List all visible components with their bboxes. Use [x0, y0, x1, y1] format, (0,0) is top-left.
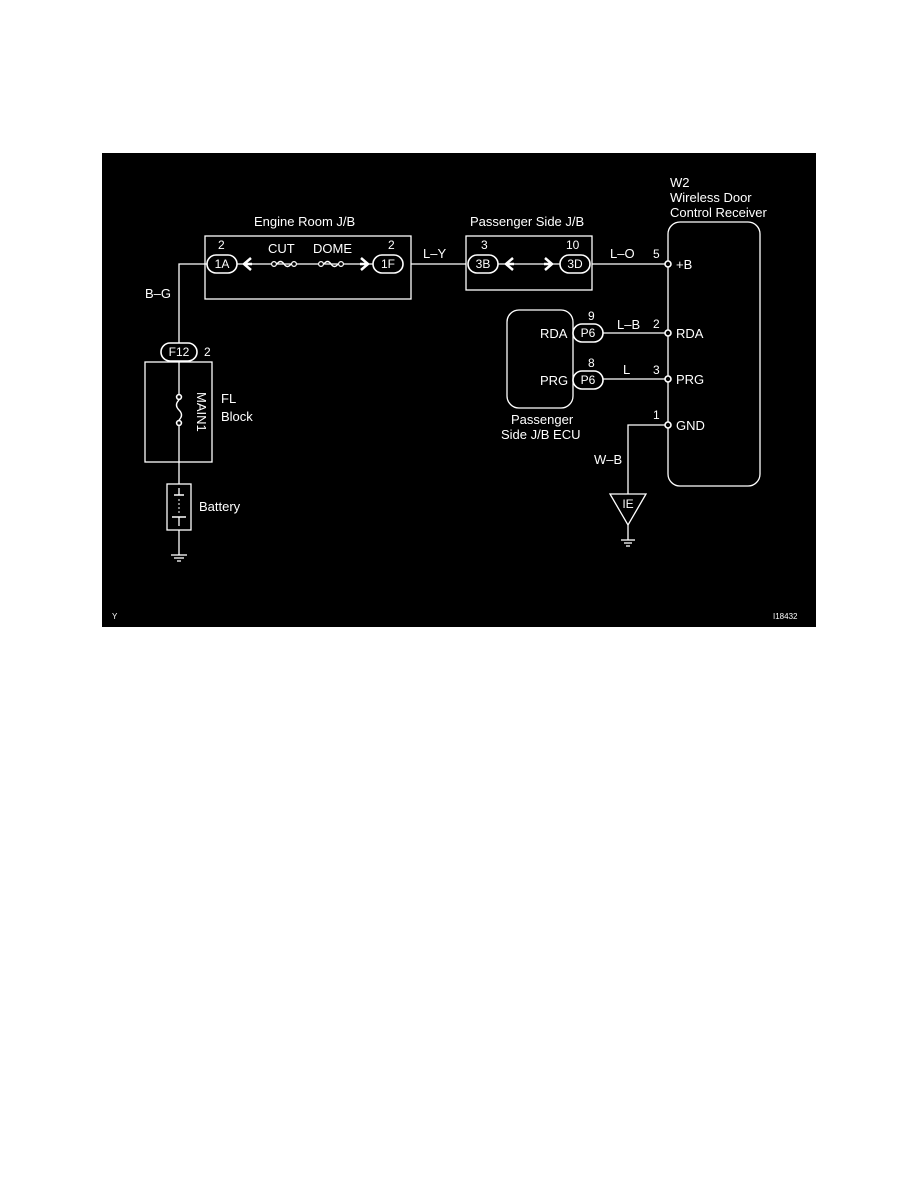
ground-ie-icon [621, 539, 635, 547]
ecu-box [506, 309, 574, 409]
ground-ie-triangle [608, 493, 648, 527]
receiver-box [667, 221, 761, 487]
ground-ie-label: IE [622, 497, 633, 511]
receiver-code: W2 [670, 175, 690, 190]
receiver-pin-rda: 2 [653, 317, 660, 331]
passenger-jb-box [465, 235, 593, 291]
connector-3b-label: 3B [476, 257, 491, 271]
connector-3d-label: 3D [567, 257, 583, 271]
wire-l-y-label: L–Y [423, 246, 446, 261]
corner-label-right: I18432 [773, 612, 798, 621]
passenger-jb-pin-left: 3 [481, 238, 488, 252]
receiver-pin-gnd: 1 [653, 408, 660, 422]
corner-label-left: Y [112, 612, 118, 621]
ecu-pin-prg: 8 [588, 356, 595, 370]
diagram-frame [102, 153, 816, 627]
connector-arrow-right [360, 257, 370, 271]
receiver-term-prg: PRG [676, 372, 704, 387]
fl-block-name-1: FL [221, 391, 236, 406]
receiver-pin-b: 5 [653, 247, 660, 261]
receiver-name-1: Wireless Door [670, 190, 752, 205]
connector-p6-prg [572, 370, 604, 390]
connector-p6-prg-label: P6 [581, 373, 596, 387]
engine-room-jb-box [204, 235, 412, 300]
connector-arrow-3d [544, 257, 554, 271]
ecu-name-1: Passenger [511, 412, 574, 427]
engine-room-jb-pin-left: 2 [218, 238, 225, 252]
receiver-term-gnd: GND [676, 418, 705, 433]
wire-w-b [627, 424, 665, 494]
battery-label: Battery [199, 499, 241, 514]
passenger-jb-pin-right: 10 [566, 238, 580, 252]
fuse-dome-label: DOME [313, 241, 352, 256]
connector-arrow-3b [504, 257, 514, 271]
fl-block-pin: 2 [204, 345, 211, 359]
fuse-main1-label: MAIN1 [194, 392, 209, 432]
wire-w-b-label: W–B [594, 452, 622, 467]
connector-arrow-left [242, 257, 252, 271]
connector-p6-rda-label: P6 [581, 326, 596, 340]
connector-f12-label: F12 [169, 345, 190, 359]
connector-1a-label: 1A [215, 257, 230, 271]
ecu-name-2: Side J/B ECU [501, 427, 580, 442]
receiver-term-b: +B [676, 257, 692, 272]
engine-room-jb-pin-right: 2 [388, 238, 395, 252]
connector-1f [372, 254, 404, 274]
receiver-name-2: Control Receiver [670, 205, 767, 220]
battery-ground-icon [171, 554, 187, 562]
passenger-jb-title: Passenger Side J/B [470, 214, 584, 229]
fuse-main1-symbol [175, 399, 183, 421]
wire-b-g [178, 263, 207, 343]
ecu-pin-rda: 9 [588, 309, 595, 323]
ecu-term-prg: PRG [540, 373, 568, 388]
ecu-term-rda: RDA [540, 326, 568, 341]
wire-l-b-label: L–B [617, 317, 640, 332]
wire-l-label: L [623, 362, 630, 377]
wire-l-o-label: L–O [610, 246, 635, 261]
fuse-cut-label: CUT [268, 241, 295, 256]
connector-3d [559, 254, 591, 274]
connector-3b [467, 254, 499, 274]
fl-block-name-2: Block [221, 409, 253, 424]
receiver-pin-prg: 3 [653, 363, 660, 377]
wire-b-g-label: B–G [145, 286, 171, 301]
engine-room-jb-title: Engine Room J/B [254, 214, 355, 229]
connector-1f-label: 1F [381, 257, 395, 271]
receiver-term-rda: RDA [676, 326, 704, 341]
